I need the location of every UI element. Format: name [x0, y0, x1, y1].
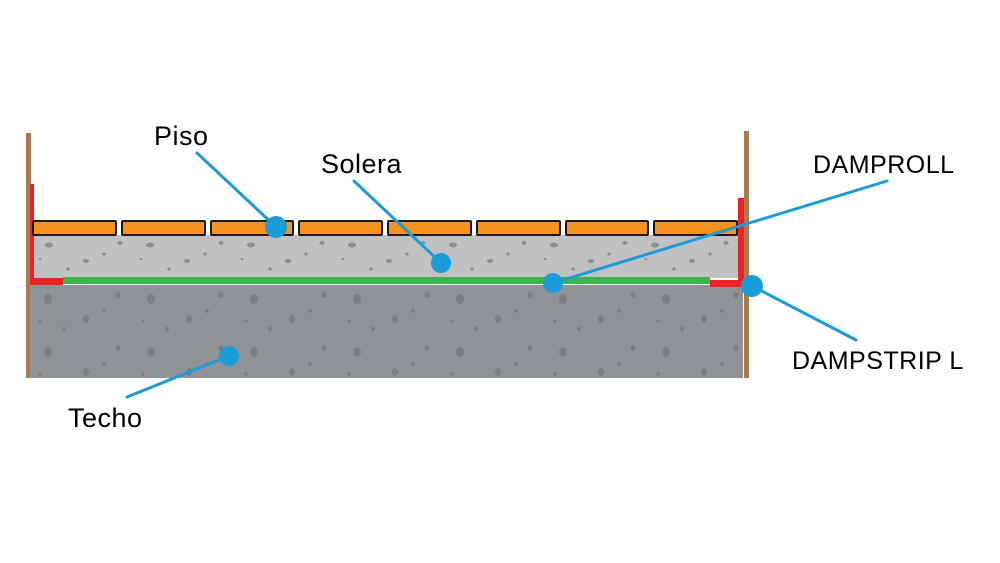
floor-tile [298, 220, 383, 236]
dampstrip-left-horizontal [30, 278, 63, 285]
floor-tile [475, 220, 561, 236]
floor-tile [564, 220, 650, 236]
floor-tile-row [32, 220, 738, 236]
floor-tile [32, 220, 117, 236]
solera-label: Solera [321, 149, 403, 179]
floor-tile [387, 220, 472, 236]
piso-label: Piso [154, 121, 209, 151]
floor-tile [209, 220, 295, 236]
dampstrip-label: DAMPSTRIP L [792, 347, 964, 375]
floor-tile [653, 220, 738, 236]
dampstrip-right-horizontal [710, 280, 744, 287]
slab-layer-techo [30, 285, 743, 378]
dampstrip-right-vertical [738, 198, 744, 287]
techo-label: Techo [68, 403, 143, 433]
floor-tile [120, 220, 206, 236]
wall-left [26, 133, 31, 378]
wall-right [744, 131, 749, 378]
screed-layer-solera [34, 235, 738, 278]
damproll-label: DAMPROLL [813, 151, 955, 179]
piso-leader-line [195, 151, 278, 229]
damproll-membrane [63, 277, 710, 284]
dampstrip-leader-line [750, 284, 858, 342]
